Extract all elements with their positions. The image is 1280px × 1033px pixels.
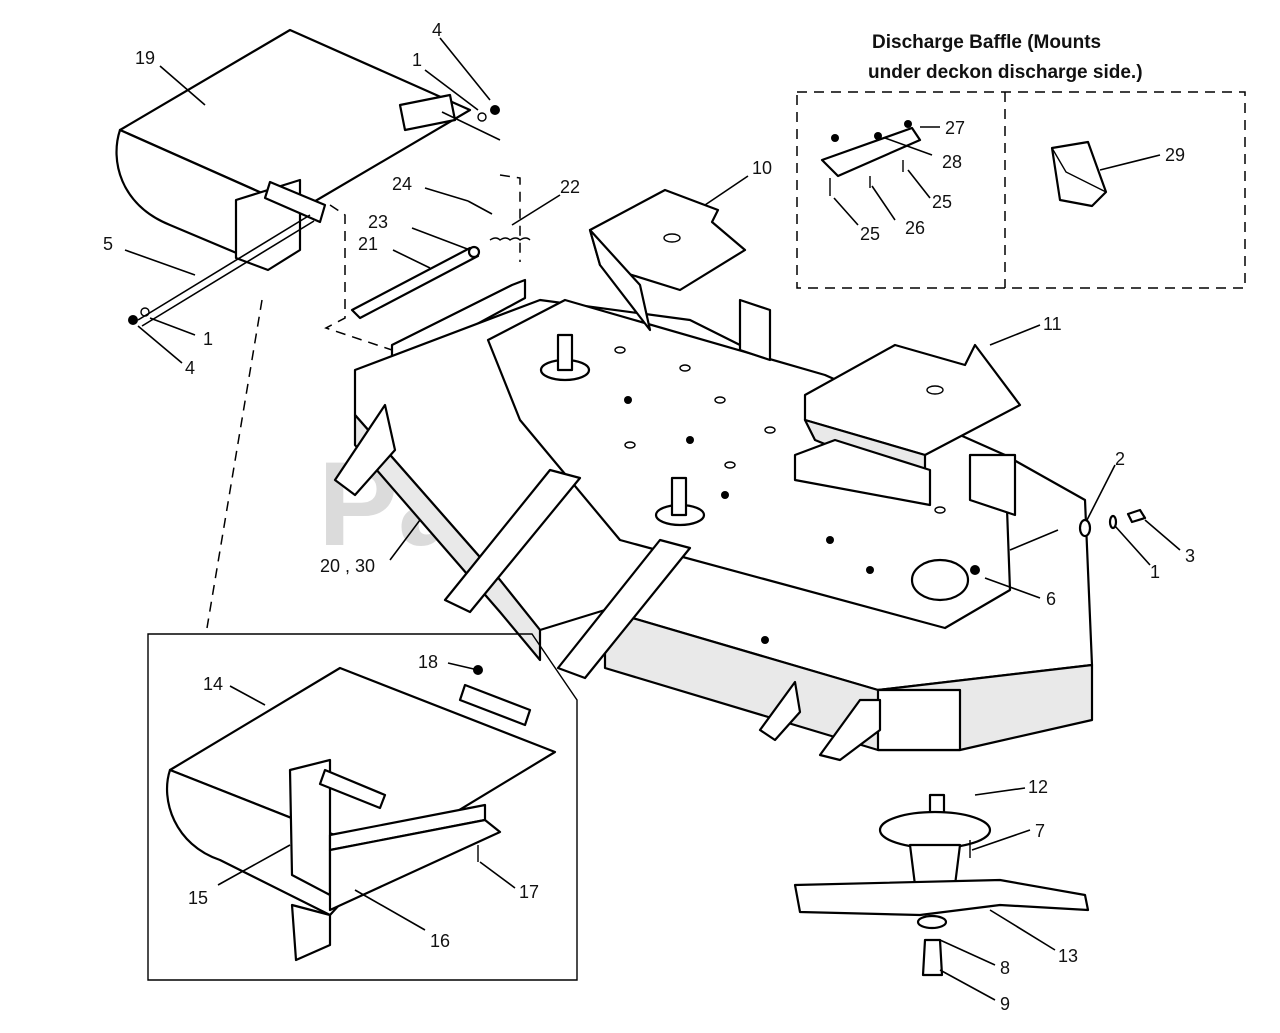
label-25-left: 25 xyxy=(860,224,880,244)
label-9: 9 xyxy=(1000,994,1010,1014)
label-22: 22 xyxy=(560,177,580,197)
callout-labels: 19 4 1 24 22 23 21 5 1 4 10 27 28 25 26 … xyxy=(103,20,1195,1014)
label-16: 16 xyxy=(430,931,450,951)
label-1-left: 1 xyxy=(203,329,213,349)
label-2: 2 xyxy=(1115,449,1125,469)
label-28: 28 xyxy=(942,152,962,172)
label-13: 13 xyxy=(1058,946,1078,966)
label-20-30: 20 , 30 xyxy=(320,556,375,576)
belt-cover-11 xyxy=(793,343,1022,507)
label-14: 14 xyxy=(203,674,223,694)
discharge-chute-19 xyxy=(115,28,501,327)
label-10: 10 xyxy=(752,158,772,178)
label-3: 3 xyxy=(1185,546,1195,566)
pivot-rod-21 xyxy=(350,200,531,320)
label-5: 5 xyxy=(103,234,113,254)
spindle-assembly-12 xyxy=(878,793,992,887)
label-19: 19 xyxy=(135,48,155,68)
leader-lines xyxy=(124,37,1181,1001)
mulch-chute-inset xyxy=(147,633,578,981)
label-23: 23 xyxy=(368,212,388,232)
label-24: 24 xyxy=(392,174,412,194)
label-6: 6 xyxy=(1046,589,1056,609)
label-17: 17 xyxy=(519,882,539,902)
label-8: 8 xyxy=(1000,958,1010,978)
label-25-right: 25 xyxy=(932,192,952,212)
label-18: 18 xyxy=(418,652,438,672)
blade-13 xyxy=(793,878,1090,917)
label-15: 15 xyxy=(188,888,208,908)
label-1-top: 1 xyxy=(412,50,422,70)
label-21: 21 xyxy=(358,234,378,254)
inset-title-line2: under deckon discharge side.) xyxy=(868,62,1143,83)
belt-cover-10 xyxy=(588,188,747,332)
inset-title-line1: Discharge Baffle (Mounts xyxy=(872,32,1101,53)
label-27: 27 xyxy=(945,118,965,138)
mower-deck xyxy=(333,298,1094,762)
label-26: 26 xyxy=(905,218,925,238)
label-7: 7 xyxy=(1035,821,1045,841)
discharge-baffle-inset: Discharge Baffle (Mounts under deckon di… xyxy=(796,32,1246,289)
label-4-left: 4 xyxy=(185,358,195,378)
label-29: 29 xyxy=(1165,145,1185,165)
label-11: 11 xyxy=(1043,314,1062,334)
label-12: 12 xyxy=(1028,777,1048,797)
label-1-right: 1 xyxy=(1150,562,1160,582)
label-4-top: 4 xyxy=(432,20,442,40)
